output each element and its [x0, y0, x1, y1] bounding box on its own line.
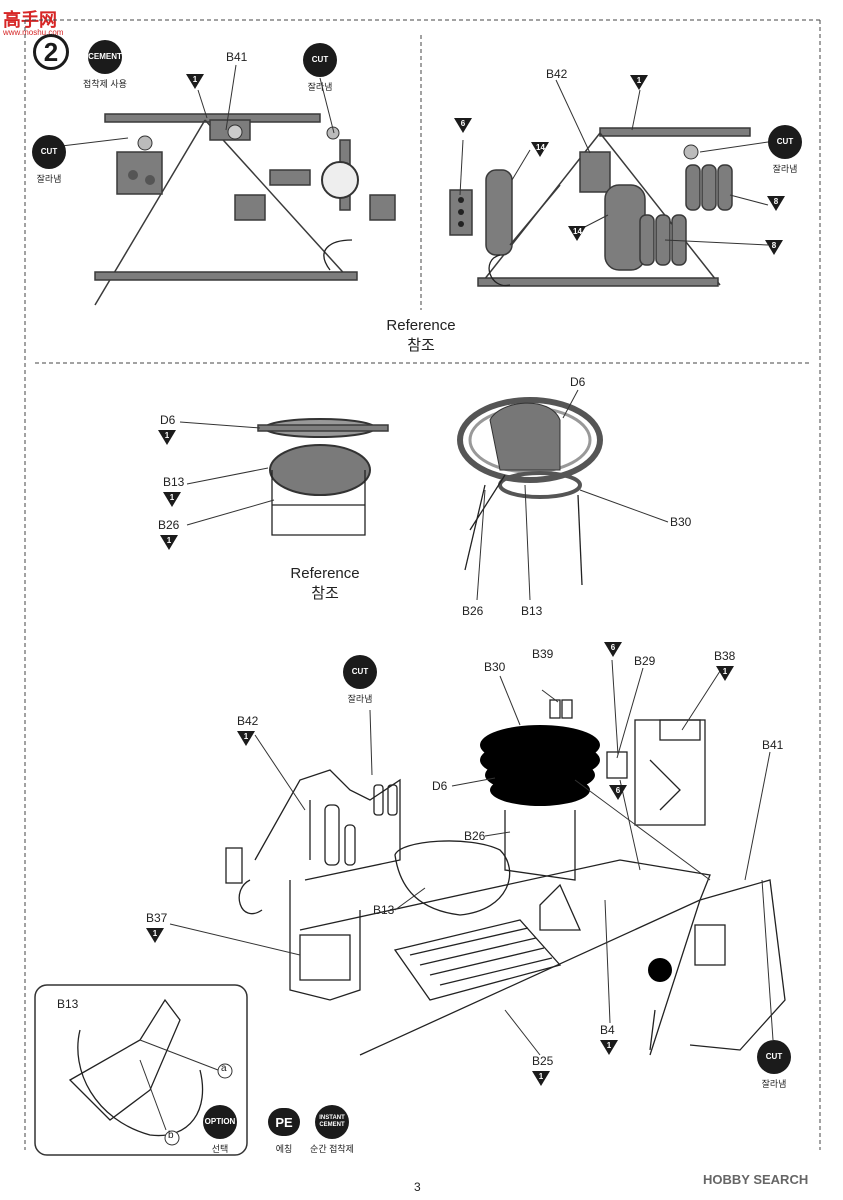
assembly-drawing	[225, 699, 786, 1056]
cut-caption: 잘라냄	[761, 1079, 787, 1089]
part-label: B41	[226, 50, 248, 64]
sprue-marker: 1	[158, 430, 176, 445]
site-logo: 高手网	[3, 10, 57, 30]
detail-a-label: a	[221, 1063, 227, 1074]
page-number: 3	[414, 1180, 421, 1194]
pe-caption: 에칭	[275, 1144, 293, 1154]
part-label: B25	[532, 1054, 554, 1068]
sprue-right-drawing	[449, 127, 751, 287]
reference-ko: 참조	[407, 337, 435, 354]
inset-drawing	[68, 998, 233, 1146]
sprue-marker: 8	[765, 240, 783, 255]
cut-caption: 잘라냄	[36, 174, 62, 184]
cut-caption: 잘라냄	[307, 82, 333, 92]
cut-icon: CUT	[757, 1040, 791, 1074]
sprue-marker: 1	[186, 74, 204, 89]
part-label: B30	[670, 515, 692, 529]
sprue-marker: 1	[600, 1040, 618, 1055]
part-label: B26	[158, 518, 180, 532]
part-label: B13	[521, 604, 543, 618]
part-label: B38	[714, 649, 736, 663]
leader-lines	[44, 64, 774, 1056]
sprue-marker: 14	[531, 142, 549, 157]
reference-en: Reference	[386, 317, 456, 334]
option-icon: OPTION	[203, 1105, 237, 1139]
sprue-marker: 14	[568, 226, 586, 241]
part-label: B13	[373, 903, 395, 917]
part-label: D6	[160, 413, 176, 427]
cut-icon: CUT	[303, 43, 337, 77]
sprue-marker: 1	[163, 492, 181, 507]
cut-icon: CUT	[32, 135, 66, 169]
pe-icon: PE	[268, 1108, 300, 1136]
reference-en: Reference	[290, 565, 360, 582]
reference-right-drawing	[457, 397, 603, 586]
part-label: B37	[146, 911, 168, 925]
sprue-marker: 6	[454, 118, 472, 133]
part-label: B39	[532, 647, 554, 661]
reference-caption: Reference 참조	[371, 316, 471, 356]
part-label: B42	[546, 67, 568, 81]
part-label: B29	[634, 654, 656, 668]
cement-caption: 접착제 사용	[83, 79, 127, 89]
site-logo-url: www.moshu.com	[3, 28, 64, 37]
part-label: B42	[237, 714, 259, 728]
cut-caption: 잘라냄	[347, 694, 373, 704]
part-label: B26	[462, 604, 484, 618]
part-label: D6	[570, 375, 586, 389]
cut-icon: CUT	[768, 125, 802, 159]
step-number: 2	[33, 34, 69, 70]
reference-left-drawing	[257, 418, 389, 536]
reference-ko: 참조	[311, 585, 339, 602]
part-label: B13	[163, 475, 185, 489]
part-label: B13	[57, 997, 79, 1011]
option-caption: 선택	[211, 1144, 229, 1154]
sprue-marker: 1	[630, 75, 648, 90]
sprue-marker: 1	[237, 731, 255, 746]
cement-icon: CEMENT	[88, 40, 122, 74]
instant-cement-caption: 순간 접착제	[310, 1144, 354, 1154]
part-label: B4	[600, 1023, 615, 1037]
sprue-marker: 1	[716, 666, 734, 681]
watermark: HOBBY SEARCH	[703, 1172, 809, 1187]
sprue-marker: 8	[767, 196, 785, 211]
instant-cement-icon: INSTANT CEMENT	[315, 1105, 349, 1139]
cut-caption: 잘라냄	[772, 164, 798, 174]
sprue-marker: 6	[604, 642, 622, 657]
part-label: B30	[484, 660, 506, 674]
detail-b-label: b	[168, 1130, 174, 1141]
part-label: B41	[762, 738, 784, 752]
part-label: B26	[464, 829, 486, 843]
cut-icon: CUT	[343, 655, 377, 689]
sprue-marker: 1	[532, 1071, 550, 1086]
sprue-marker: 6	[609, 785, 627, 800]
part-label: D6	[432, 779, 448, 793]
sprue-marker: 1	[146, 928, 164, 943]
reference-caption: Reference 참조	[275, 564, 375, 604]
sprue-marker: 1	[160, 535, 178, 550]
sprue-left-drawing	[94, 113, 396, 306]
